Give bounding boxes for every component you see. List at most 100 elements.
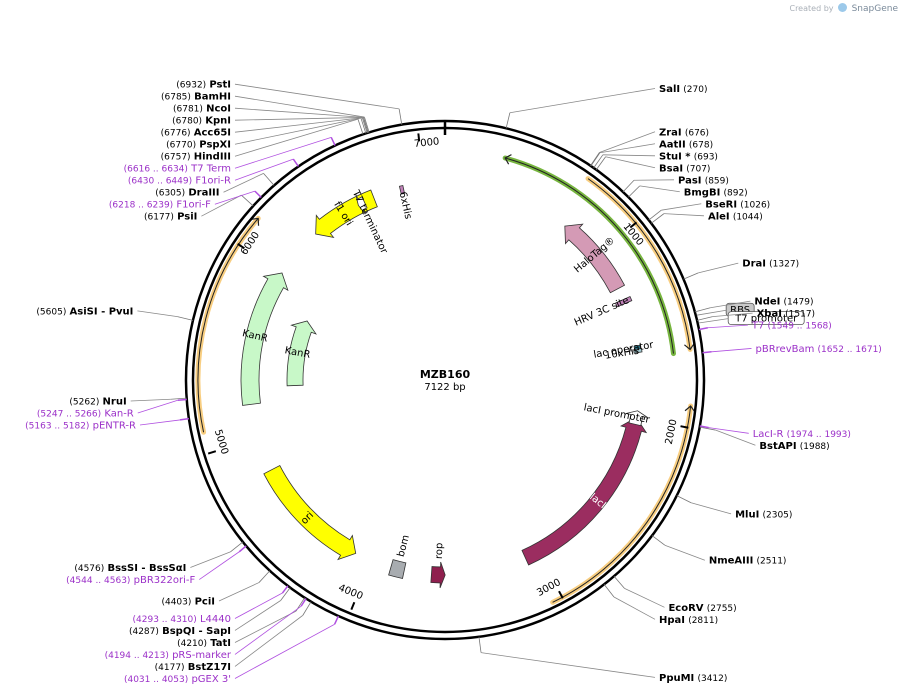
site-name-bstapi-28: BstAPI	[759, 441, 796, 452]
ruler-label-3000: 3000	[535, 577, 563, 599]
site-label-kpni-3: (6780) KpnI	[172, 116, 231, 127]
site-name-psii-8: PsiI	[177, 212, 197, 223]
ruler-label-7000: 7000	[413, 136, 439, 150]
feature-label-laci-promoter-3: lacI promoter	[583, 402, 652, 426]
site-name-laci-r-45: LacI-R	[753, 429, 784, 440]
site-name-sali-16: SalI	[659, 84, 680, 95]
site-name-ncoi-2: NcoI	[206, 104, 231, 115]
site-position-zrai-17: (676)	[685, 128, 709, 138]
site-leader-acc65i-4	[234, 117, 363, 133]
site-label-pspxi-5: (6770) PspXI	[166, 140, 231, 151]
site-leader-pspxi-5	[234, 117, 362, 145]
site-name-tati-14: TatI	[210, 638, 231, 649]
site-name-bmgbi-22: BmgBI	[684, 187, 721, 198]
site-name-l4440-40: L4440	[200, 614, 231, 625]
site-leader-psii-8	[201, 194, 242, 217]
site-name-bsai-20: BsaI	[659, 163, 683, 174]
site-label-kan-r-37: (5247 .. 5266) Kan-R	[37, 409, 134, 420]
feature-label-kanr-10: KanR	[284, 345, 311, 361]
site-position-f1ori-f-36: (6218 .. 6239)	[109, 201, 173, 211]
site-leader-bstapi-28	[715, 429, 756, 446]
site-name-pbr322ori-f-39: pBR322ori-F	[134, 575, 196, 586]
site-tick-zrai-17	[590, 152, 600, 166]
site-tick-pentr-r-38	[179, 417, 190, 421]
site-name-pcii-12: PciI	[195, 596, 215, 607]
site-tick-draiii-7	[263, 173, 275, 186]
site-label-f1ori-r-35: (6430 .. 6449) F1ori-R	[128, 176, 231, 187]
site-position-l4440-40: (4293 .. 4310)	[133, 615, 197, 625]
orf-layer	[195, 154, 696, 605]
site-leader-pbrrevbam-44	[711, 348, 752, 353]
site-position-bsai-20: (707)	[686, 164, 710, 174]
ruler-tick-3000	[558, 590, 564, 599]
site-name-t7-term-34: T7 Term	[190, 164, 231, 175]
site-leader-tati-14	[234, 610, 297, 643]
site-name-f1ori-f-36: F1ori-F	[176, 200, 211, 211]
site-tick-bstz17i-15	[302, 601, 312, 616]
site-position-bspqi-sapi-13: (4287)	[129, 627, 159, 637]
site-position-acc65i-4: (6776)	[161, 129, 191, 139]
site-name-nmeaiii-30: NmeAIII	[709, 556, 753, 567]
site-position-xbai-27: (1517)	[785, 310, 815, 320]
site-leader-zrai-17	[599, 131, 656, 153]
site-position-draiii-7: (6305)	[155, 189, 185, 199]
boxed-leader-t7-promoter	[698, 318, 729, 324]
site-label-aatii-18: AatII (678)	[659, 139, 713, 150]
site-position-pasi-21: (859)	[705, 176, 729, 186]
site-position-kpni-3: (6780)	[172, 117, 202, 127]
site-label-alei-24: AleI (1044)	[708, 211, 763, 222]
site-position-ncoi-2: (6781)	[173, 105, 203, 115]
site-position-tati-14: (4210)	[177, 639, 207, 649]
site-tick-bstapi-28	[699, 426, 716, 431]
site-label-ecorv-31: EcoRV (2755)	[668, 603, 736, 614]
site-label-pgex-3-42: (4031 .. 4053) pGEX 3'	[124, 674, 231, 685]
plasmid-length: 7122 bp	[424, 382, 465, 393]
feature-hrv-3c-site-1	[614, 295, 633, 308]
ruler-tick-5000	[207, 450, 217, 455]
boxed-label-rbs: RBS	[730, 305, 750, 316]
orf-line-3	[197, 218, 259, 433]
site-label-bspqi-sapi-13: (4287) BspQI - SapI	[129, 626, 231, 637]
feature-t7-terminator-12	[355, 194, 368, 215]
site-tick-f1ori-r-35	[292, 158, 300, 167]
site-name-alei-24: AleI	[708, 211, 730, 222]
ruler-label-4000: 4000	[337, 583, 365, 603]
site-tick-t7-43	[698, 326, 708, 331]
site-tick-sali-16	[505, 112, 511, 129]
site-name-kan-r-37: Kan-R	[104, 409, 133, 420]
site-position-pgex-3-42: (4031 .. 4053)	[124, 675, 188, 685]
site-name-prs-marker-41: pRS-marker	[172, 650, 232, 661]
site-label-t7-43: T7 (1549 .. 1568)	[751, 321, 832, 332]
site-leader-bseri-23	[661, 203, 702, 211]
site-tick-nmeaiii-30	[651, 535, 666, 546]
site-tick-alei-24	[650, 213, 665, 224]
orf-line-0	[505, 157, 674, 354]
site-name-mlui-29: MluI	[735, 509, 759, 520]
site-tick-hindiii-6	[357, 119, 364, 135]
site-position-prs-marker-41: (4194 .. 4213)	[105, 651, 169, 661]
site-position-kan-r-37: (5247 .. 5266)	[37, 410, 101, 420]
site-leader-pentr-r-38	[139, 419, 181, 426]
snapgene-logo-icon	[838, 3, 848, 12]
site-leader-pcii-12	[218, 582, 260, 602]
ruler-tick-7000	[417, 133, 421, 142]
site-label-draiii-7: (6305) DraIII	[155, 188, 219, 199]
site-tick-psii-8	[241, 194, 254, 207]
feature-kanr-10	[286, 320, 317, 387]
site-label-mlui-29: MluI (2305)	[735, 509, 792, 520]
site-label-ppumi-33: PpuMI (3412)	[659, 673, 727, 684]
site-tick-acc65i-4	[361, 117, 368, 134]
site-position-asisi-pvui-9: (5605)	[36, 307, 66, 317]
site-position-ndei-26: (1479)	[784, 298, 814, 308]
site-tick-pasi-21	[622, 179, 635, 193]
feature-lac-operator-5	[633, 344, 641, 351]
site-tick-aatii-18	[590, 152, 601, 167]
site-tick-laci-r-45	[699, 425, 709, 429]
site-tick-pcii-12	[258, 570, 271, 583]
site-name-xbai-27: XbaI	[757, 309, 782, 320]
site-tick-ppumi-33	[478, 636, 482, 653]
site-label-bsai-20: BsaI (707)	[659, 163, 710, 174]
site-tick-stui-19	[593, 154, 604, 169]
site-name-bstz17i-15: BstZ17I	[188, 662, 231, 673]
